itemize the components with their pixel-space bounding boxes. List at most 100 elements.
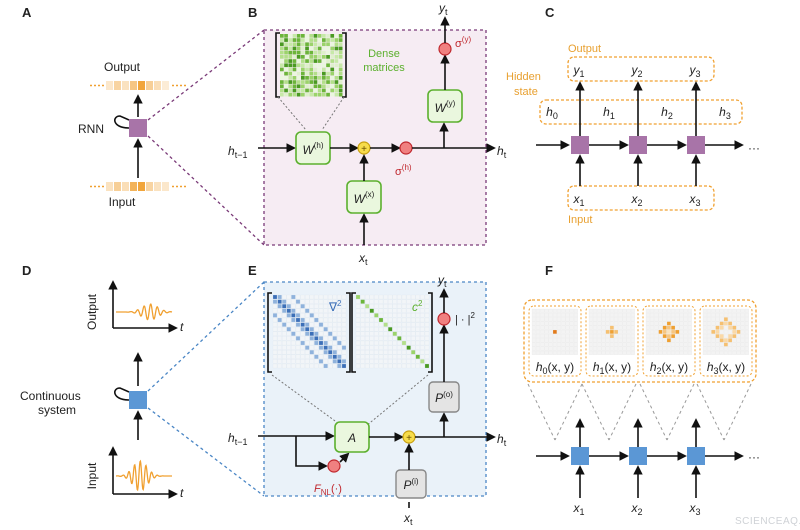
f-state-cell xyxy=(707,350,712,355)
dense-matrix-cell xyxy=(288,34,293,38)
c2-cell xyxy=(406,299,411,304)
f-state-cell xyxy=(744,338,749,343)
f-state-cell xyxy=(732,313,737,318)
f-state-cell xyxy=(601,325,606,330)
dense-matrix-cell xyxy=(301,59,305,63)
f-state-cell xyxy=(707,313,712,318)
f-state-cell xyxy=(609,334,614,339)
dense-matrix-cell xyxy=(322,34,326,38)
f-state-cell xyxy=(702,342,707,347)
dense-matrix-cell xyxy=(284,50,288,55)
laplacian-cell xyxy=(282,308,287,313)
f-state-cell xyxy=(548,329,553,334)
dense-matrix-cell xyxy=(292,50,297,55)
dense-matrix-cell xyxy=(292,92,297,97)
f-state-cell xyxy=(654,321,659,326)
f-state-cell xyxy=(671,329,676,334)
laplacian-cell xyxy=(318,294,324,300)
dense-matrix-cell xyxy=(292,88,297,93)
f-state-cell xyxy=(679,321,684,326)
c2-cell xyxy=(392,359,397,364)
c2-cell xyxy=(401,327,407,332)
dense-matrix-cell xyxy=(326,46,330,51)
dense-matrix-cell xyxy=(301,92,305,97)
laplacian-cell xyxy=(295,317,301,323)
dense-matrix-cell xyxy=(317,42,322,47)
f-state-cell xyxy=(573,346,578,351)
laplacian-cell xyxy=(305,359,310,364)
f-state-cell xyxy=(645,334,650,339)
c2-cell xyxy=(388,336,393,341)
dense-matrix-cell xyxy=(284,88,288,93)
laplacian-cell xyxy=(291,331,296,336)
f-state-cell xyxy=(732,350,737,355)
c2-cell xyxy=(378,359,384,364)
f-state-cell xyxy=(715,317,720,322)
dense-matrix-cell xyxy=(280,84,284,89)
f-state-cell xyxy=(540,317,545,322)
c2-cell xyxy=(415,299,420,304)
f-state-cell xyxy=(601,334,606,339)
f-state-cell xyxy=(666,334,671,339)
dense-matrix-cell xyxy=(330,63,335,68)
c2-cell xyxy=(360,340,365,346)
laplacian-cell xyxy=(291,336,296,341)
dense-matrix-cell xyxy=(317,88,322,93)
c-input-3: x3 xyxy=(688,192,700,208)
f-state-cell xyxy=(645,350,650,355)
dense-matrix-cell xyxy=(322,38,326,42)
c2-cell xyxy=(360,317,365,323)
f-state-cell xyxy=(544,338,549,343)
c2-cell xyxy=(415,336,420,341)
f-state-cell xyxy=(723,325,728,330)
f-state-cell xyxy=(671,313,676,318)
laplacian-cell xyxy=(328,350,333,355)
input-strip-cell xyxy=(138,182,145,191)
c2-cell xyxy=(365,336,370,341)
f-state-cell xyxy=(711,313,716,318)
f-state-cell xyxy=(740,308,745,313)
dense-matrix-cell xyxy=(280,63,284,68)
dense-matrix-cell xyxy=(284,42,288,47)
f-state-cell xyxy=(622,317,627,322)
dense-matrix-cell xyxy=(305,76,309,80)
dense-matrix-cell xyxy=(292,34,297,38)
laplacian-cell xyxy=(314,317,319,323)
laplacian-cell xyxy=(272,299,278,304)
c2-cell xyxy=(388,363,393,369)
dense-matrix-cell xyxy=(280,92,284,97)
c2-cell xyxy=(424,327,430,332)
f-state-cell xyxy=(728,346,733,351)
e-sum-plus: + xyxy=(406,433,412,444)
sigma-y-node xyxy=(438,42,452,56)
f-state-cell xyxy=(740,325,745,330)
laplacian-cell xyxy=(328,327,333,332)
dense-matrix-cell xyxy=(305,71,309,76)
continuous-cell xyxy=(129,391,147,409)
panel-b: B Dense matrices ht−1 W(h) + σ(h) ht xt … xyxy=(228,1,507,267)
laplacian-cell xyxy=(305,350,310,355)
f-state-cell xyxy=(630,317,635,322)
laplacian-cell xyxy=(309,336,314,341)
dense-matrix-cell xyxy=(322,50,326,55)
laplacian-cell xyxy=(337,304,342,309)
dense-matrix-cell xyxy=(292,59,297,63)
dense-matrix-cell xyxy=(334,34,339,38)
f-state-cell xyxy=(548,342,553,347)
c2-cell xyxy=(374,294,379,300)
laplacian-cell xyxy=(337,359,342,364)
f-state-cell xyxy=(626,321,631,326)
laplacian-cell xyxy=(282,299,287,304)
f-state-cell xyxy=(588,342,593,347)
laplacian-cell xyxy=(318,308,324,313)
dense-matrix-cell xyxy=(292,84,297,89)
f-state-cell xyxy=(675,342,680,347)
input-strip-cell xyxy=(146,182,153,191)
f-state-cell xyxy=(687,346,692,351)
laplacian-cell xyxy=(332,313,337,318)
f-state-cell xyxy=(645,317,650,322)
c2-cell xyxy=(360,354,365,359)
c2-cell xyxy=(383,331,388,336)
f-state-cell xyxy=(702,329,707,334)
c2-cell xyxy=(388,308,393,313)
